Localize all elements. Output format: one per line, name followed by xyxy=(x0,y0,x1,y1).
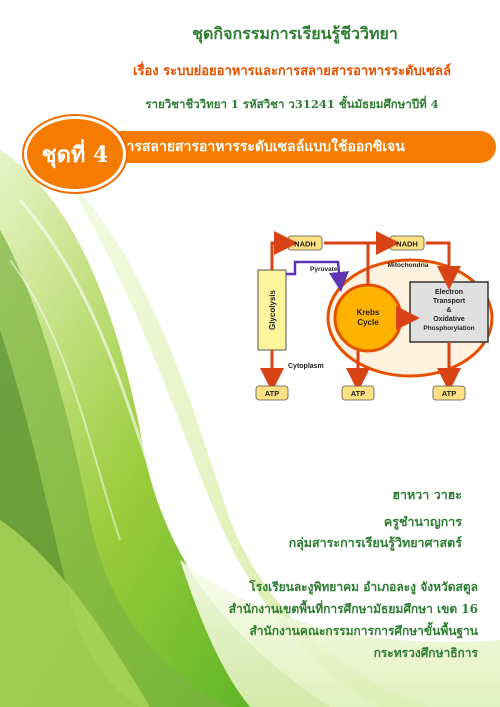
krebs-label-1: Krebs xyxy=(357,308,380,317)
atp-box-2 xyxy=(341,385,375,401)
course-line: รายวิชาชีววิทยา 1 รหัสวิชา ว31241 ชั้นมั… xyxy=(145,97,439,111)
atp-label-1: ATP xyxy=(265,389,279,398)
school-office: สำนักงานเขตพื้นที่การศึกษามัธยมศึกษา เขต… xyxy=(228,602,478,616)
glycolysis-label: Glycolysis xyxy=(268,289,277,330)
cytoplasm-label: Cytoplasm xyxy=(288,363,324,370)
nadh-left-label: NADH xyxy=(294,240,316,249)
atp-label-2: ATP xyxy=(351,389,365,398)
cellular-respiration-diagram: NADH NADH Pyruvate Mitochondria Glycolys… xyxy=(240,222,495,407)
topic-line: เรื่อง ระบบย่อยอาหารและการสลายสารอาหารระ… xyxy=(133,64,451,79)
author-department: กลุ่มสาระการเรียนรู้วิทยาศาสตร์ xyxy=(288,535,462,550)
atp-label-3: ATP xyxy=(442,389,456,398)
set-badge: ชุดที่ 4 xyxy=(24,116,126,192)
pyruvate-label: Pyruvate xyxy=(310,266,338,273)
et-label-5: Phosphorylation xyxy=(423,325,474,332)
et-label-4: Oxidative xyxy=(433,316,465,323)
school-commission: สำนักงานคณะกรรมการการศึกษาขั้นพื้นฐาน xyxy=(249,624,478,638)
et-label-2: Transport xyxy=(433,298,466,305)
krebs-label-2: Cycle xyxy=(357,318,379,327)
set-banner-text: การสลายสารอาหารระดับเซลล์แบบใช้ออกซิเจน xyxy=(118,139,405,155)
set-banner: การสลายสารอาหารระดับเซลล์แบบใช้ออกซิเจน xyxy=(112,131,496,163)
author-name: ฮาหวา วาฮะ xyxy=(392,487,462,502)
page-title: ชุดกิจกรรมการเรียนรู้ชีววิทยา xyxy=(192,24,398,43)
nadh-right-label: NADH xyxy=(396,240,418,249)
school-ministry: กระทรวงศึกษาธิการ xyxy=(373,646,478,660)
et-label-1: Electron xyxy=(435,289,463,296)
atp-box-1 xyxy=(255,385,289,401)
atp-box-3 xyxy=(432,385,466,401)
set-badge-text: ชุดที่ 4 xyxy=(41,141,109,168)
et-label-3: & xyxy=(446,307,451,314)
school-name: โรงเรียนละงูพิทยาคม อำเภอละงู จังหวัดสตู… xyxy=(249,580,478,594)
mitochondria-label: Mitochondria xyxy=(388,262,429,269)
author-position: ครูชำนาญการ xyxy=(383,514,462,529)
